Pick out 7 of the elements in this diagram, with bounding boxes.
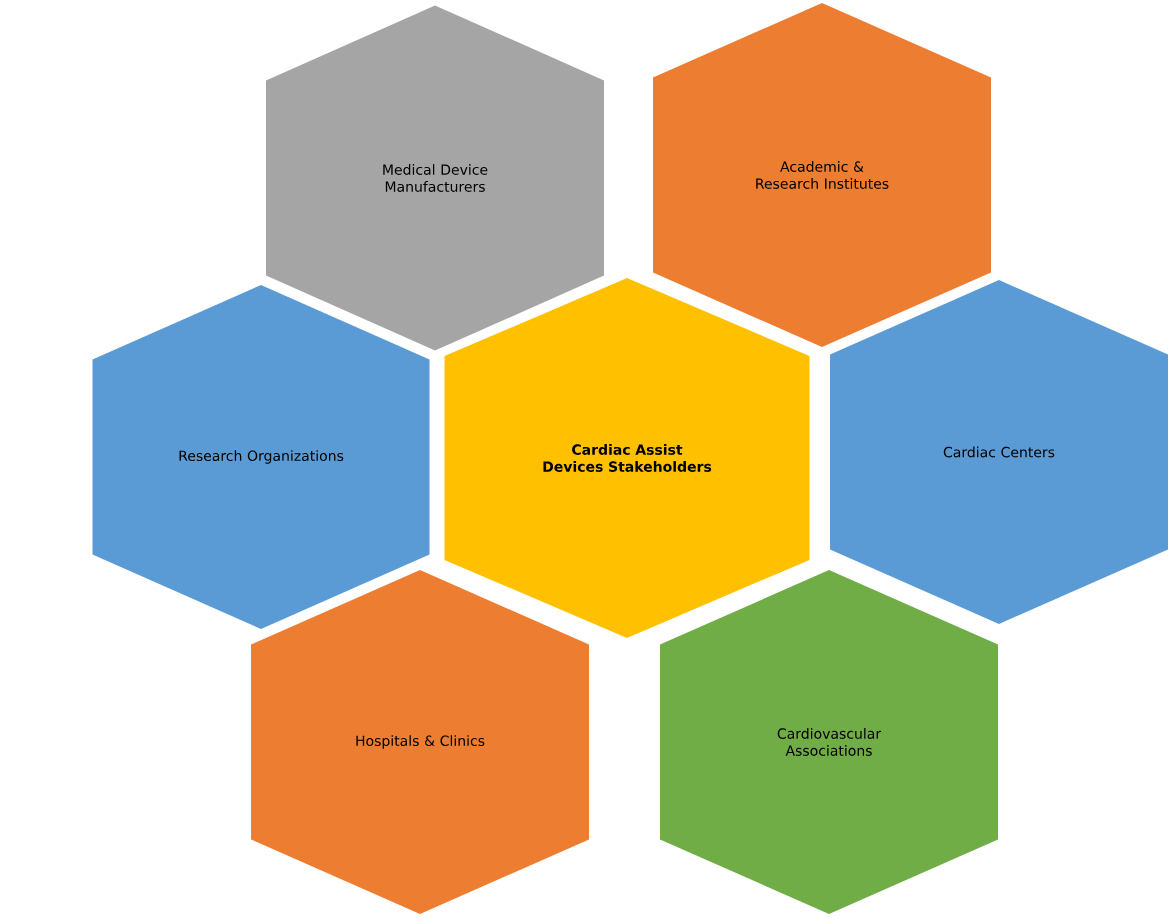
hexagon: Research Organizations bbox=[92, 285, 430, 629]
hexagon: Hospitals & Clinics bbox=[251, 570, 589, 914]
hexagon: Cardiovascular Associations bbox=[660, 570, 998, 914]
hexagon: Cardiac Centers bbox=[830, 280, 1168, 624]
hexagon: Cardiac Assist Devices Stakeholders bbox=[444, 278, 810, 638]
hexagon: Academic & Research Institutes bbox=[653, 3, 991, 347]
hexagon: Medical Device Manufacturers bbox=[266, 5, 604, 351]
